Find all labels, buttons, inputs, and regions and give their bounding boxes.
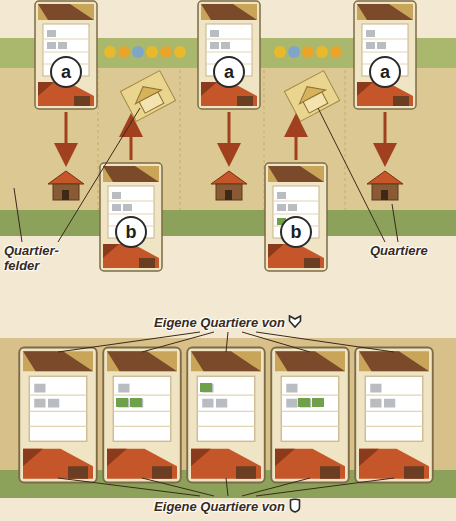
callout-circle: a [50,56,82,88]
callout-letter: a [380,63,390,81]
caption-label: Eigene Quartiere von [154,314,302,331]
caption-label: Quartier- felder [4,244,76,274]
callout-circle: a [213,56,245,88]
callout-letter: b [126,223,137,241]
callout-letter: b [291,223,302,241]
player-symbol [288,498,302,513]
caption-label: Quartiere [370,244,428,259]
callout-letter: a [224,63,234,81]
callout-letter: a [61,63,71,81]
player-symbol [288,314,302,329]
callout-circle: b [115,216,147,248]
label-text: Eigene Quartiere von [154,499,285,514]
label-text: Quartiere [370,243,428,258]
caption-label: Eigene Quartiere von [154,498,302,515]
label-text: Eigene Quartiere von [154,315,285,330]
label-text: Quartier- felder [4,243,59,273]
callout-circle: b [280,216,312,248]
callout-circle: a [369,56,401,88]
